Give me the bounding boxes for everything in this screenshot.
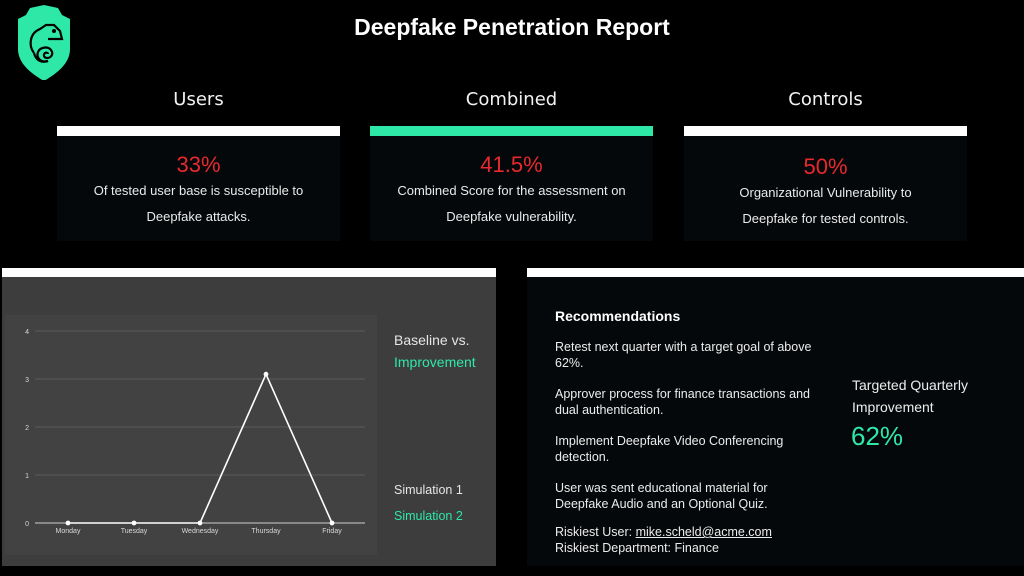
x-tick-label: Friday (322, 528, 342, 535)
legend-simulation-1: Simulation 1 (394, 483, 463, 497)
x-tick-label: Thursday (251, 528, 281, 535)
card-desc-line: Combined Score for the assessment on (397, 183, 626, 198)
panel-bar (527, 268, 1024, 277)
target-improvement-label: Targeted Quarterly Improvement (852, 374, 968, 418)
y-tick-label: 0 (25, 521, 29, 528)
recommendations-body: Recommendations Retest next quarter with… (527, 277, 1024, 566)
card-value: 33% (176, 152, 221, 177)
target-label-line: Targeted Quarterly (852, 377, 968, 393)
card-label: Controls (788, 89, 863, 110)
card-combined: Combined 41.5% Combined Score for the as… (370, 86, 653, 241)
chameleon-shield-logo (14, 5, 74, 81)
card-desc-line: Deepfake vulnerability. (446, 209, 577, 224)
recommendation-item: Implement Deepfake Video Conferencing de… (555, 434, 784, 464)
recommendations-title: Recommendations (555, 308, 681, 324)
target-improvement-value: 62% (851, 421, 904, 451)
recommendation-item: Approver process for finance transaction… (555, 387, 810, 417)
card-desc-line: Organizational Vulnerability to (739, 185, 912, 200)
card-description: Combined Score for the assessment on Dee… (370, 178, 653, 230)
riskiest-user: Riskiest User: mike.scheld@acme.com (555, 524, 772, 540)
data-point (329, 520, 335, 526)
legend-title-baseline: Baseline vs. (394, 332, 470, 348)
panel-bar (2, 268, 496, 277)
card-users: Users 33% Of tested user base is suscept… (57, 86, 340, 241)
card-bar (684, 126, 967, 136)
legend-simulation-2: Simulation 2 (394, 509, 463, 523)
card-label: Combined (465, 89, 558, 110)
riskiest-user-email-link[interactable]: mike.scheld@acme.com (635, 525, 772, 539)
data-point (65, 520, 71, 526)
chart-legend-title: Baseline vs. Improvement (394, 329, 476, 373)
legend-title-improvement: Improvement (394, 354, 476, 370)
series-line (68, 372, 333, 524)
card-body: 50% Organizational Vulnerability to Deep… (684, 136, 967, 241)
y-tick-label: 2 (25, 425, 29, 432)
card-body: 33% Of tested user base is susceptible t… (57, 136, 340, 241)
card-value: 50% (803, 154, 848, 179)
x-tick-label: Wednesday (182, 528, 219, 535)
recommendation-item: User was sent educational material for D… (555, 481, 768, 511)
card-bar (57, 126, 340, 136)
card-value: 41.5% (480, 152, 543, 177)
recommendations-panel: Recommendations Retest next quarter with… (527, 268, 1024, 566)
riskiest-department: Riskiest Department: Finance (555, 541, 719, 555)
y-tick-label: 3 (25, 377, 29, 384)
card-desc-line: Deepfake for tested controls. (742, 211, 909, 226)
card-description: Of tested user base is susceptible to De… (57, 178, 340, 230)
card-description: Organizational Vulnerability to Deepfake… (684, 180, 967, 232)
y-tick-label: 1 (25, 473, 29, 480)
x-tick-label: Monday (56, 528, 81, 535)
card-desc-line: Of tested user base is susceptible to (93, 183, 304, 198)
data-point (197, 520, 203, 526)
riskiest-info: Riskiest User: mike.scheld@acme.com Risk… (555, 524, 772, 556)
card-body: 41.5% Combined Score for the assessment … (370, 136, 653, 241)
riskiest-user-label: Riskiest User: (555, 525, 636, 539)
recommendation-item: Retest next quarter with a target goal o… (555, 340, 812, 370)
data-point (263, 371, 269, 377)
recommendations-list: Retest next quarter with a target goal o… (555, 339, 815, 527)
card-controls: Controls 50% Organizational Vulnerabilit… (684, 86, 967, 241)
card-label: Users (173, 89, 224, 110)
target-label-line: Improvement (852, 399, 934, 415)
y-tick-label: 4 (25, 329, 29, 336)
page-title: Deepfake Penetration Report (354, 14, 670, 40)
card-bar (370, 126, 653, 136)
x-tick-label: Tuesday (121, 528, 148, 535)
card-desc-line: Deepfake attacks. (146, 209, 251, 224)
data-point (131, 520, 137, 526)
